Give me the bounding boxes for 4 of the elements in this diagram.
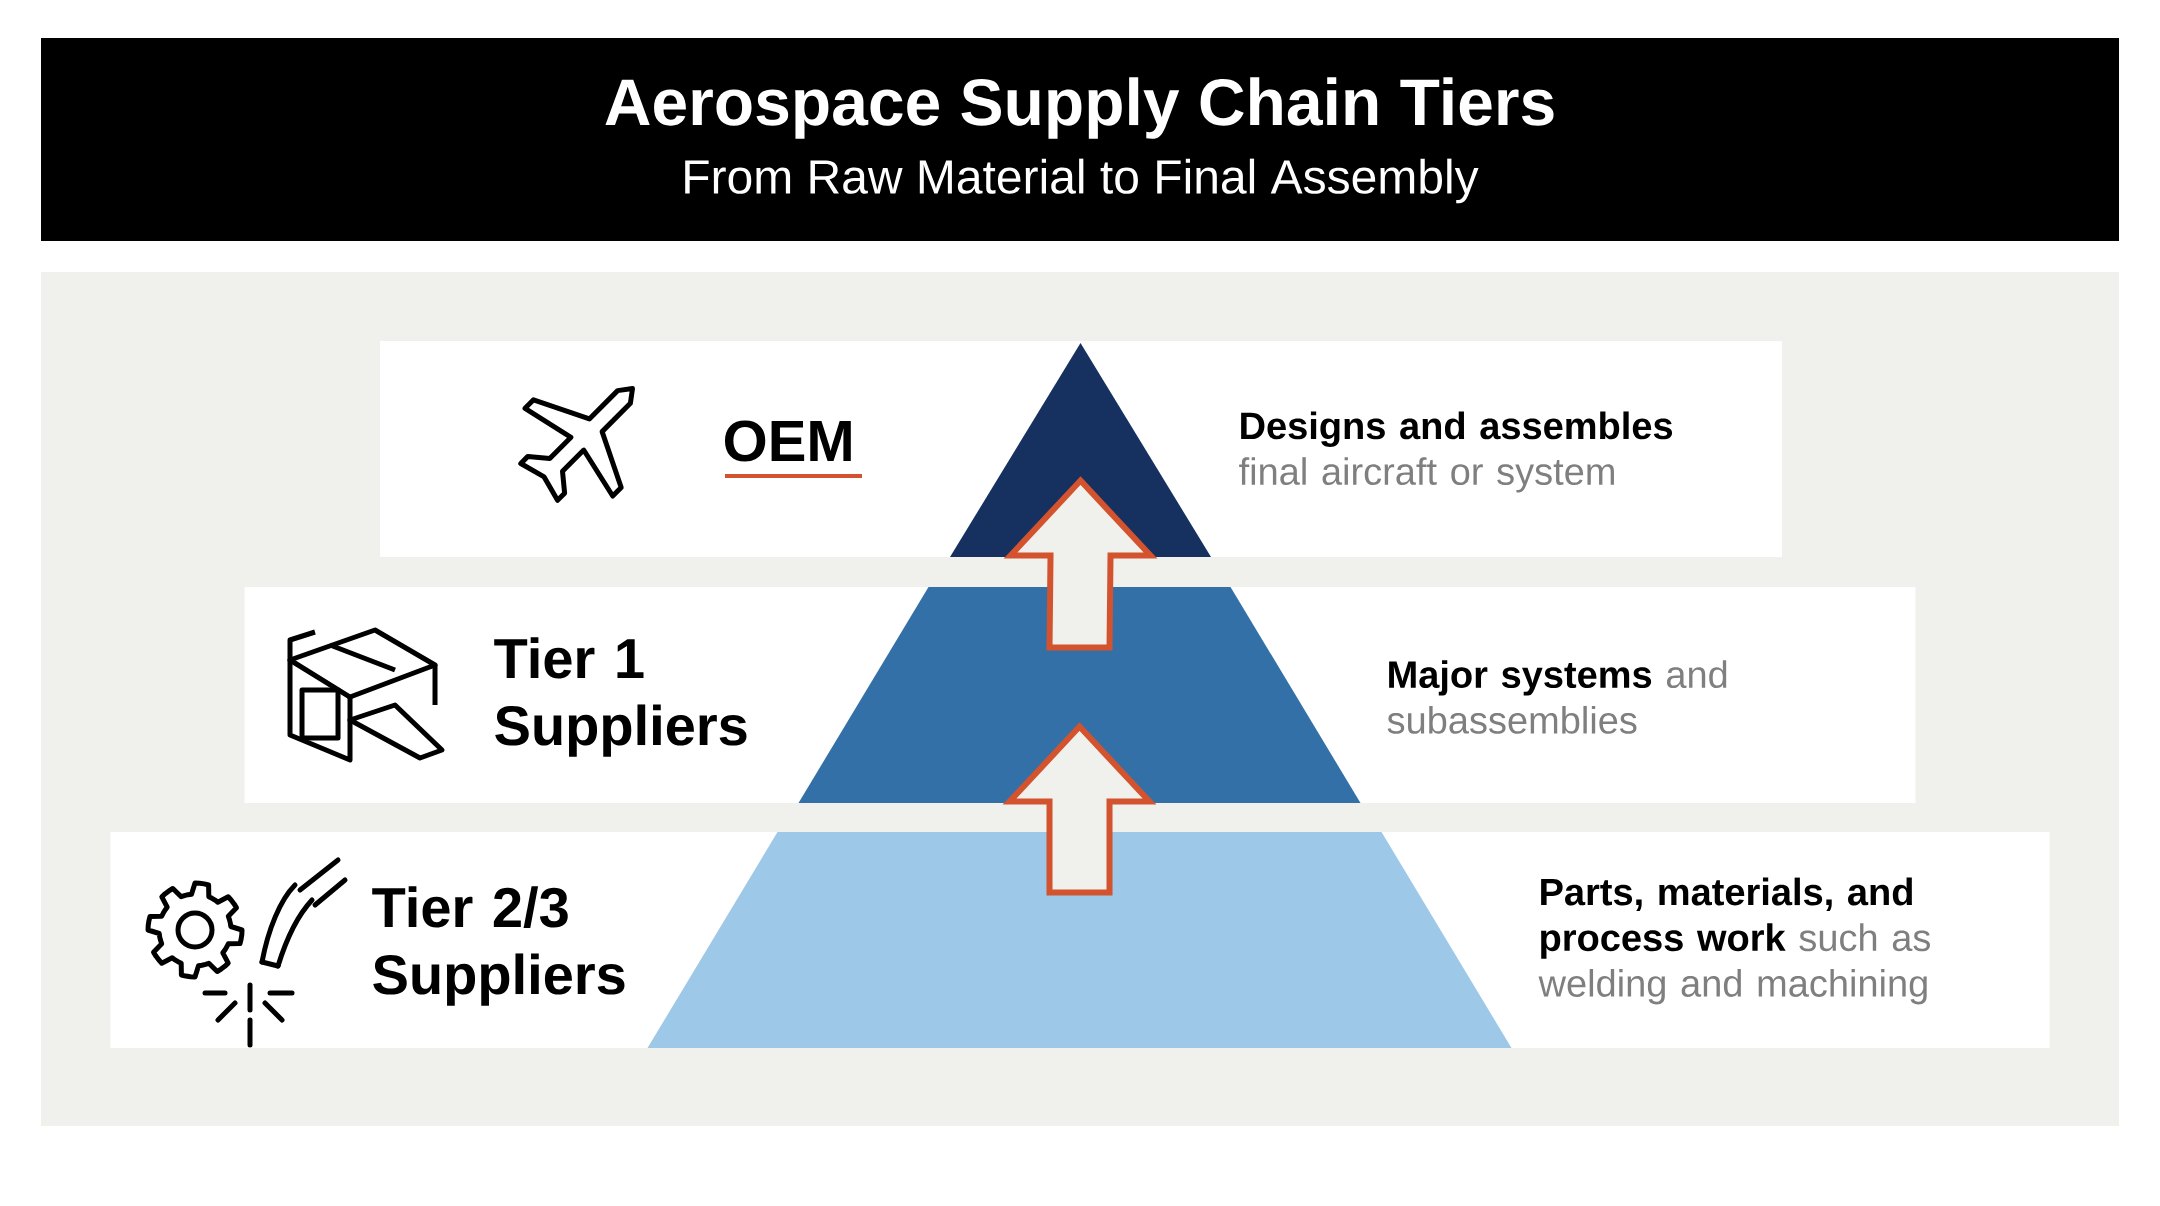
subtitle: From Raw Material to Final Assembly	[685, 158, 1479, 204]
pyramid-layer	[647, 832, 1512, 1048]
tier-band: OEM Designs and assembles final aircraft or system	[380, 341, 1782, 557]
title: Aerospace Supply Chain Tiers	[605, 77, 1554, 139]
